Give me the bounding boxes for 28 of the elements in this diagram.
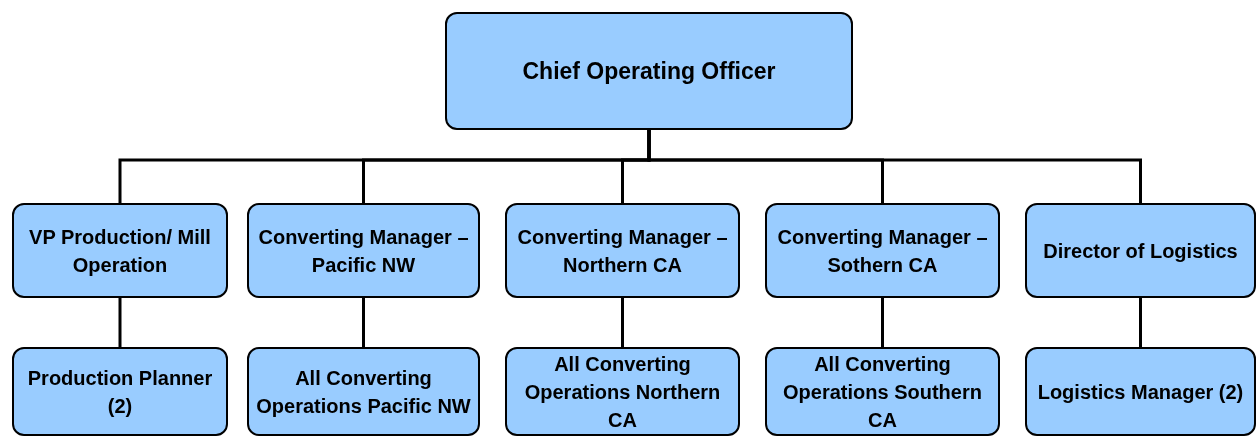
- role-title: Production Planner (2): [26, 365, 214, 419]
- role-title: Director of Logistics: [1042, 238, 1239, 264]
- org-box: [247, 203, 480, 298]
- org-box: [765, 203, 1000, 298]
- role-title: Converting Manager – Sothern CA: [776, 224, 989, 278]
- role-title: VP Production/ Mill Operation: [28, 224, 212, 278]
- org-box: [505, 203, 740, 298]
- org-box: [1025, 347, 1256, 436]
- role-title: All Converting Operations Southern CA: [782, 351, 983, 433]
- role-title: All Converting Operations Northern CA: [523, 351, 722, 433]
- connector-line: [118, 298, 122, 347]
- org-box: [1025, 203, 1256, 298]
- role-title: Chief Operating Officer: [521, 57, 777, 85]
- org-box: [445, 12, 853, 130]
- org-box: [12, 203, 228, 298]
- org-box: [765, 347, 1000, 436]
- connector-line: [621, 298, 624, 347]
- role-title: Converting Manager – Pacific NW: [257, 224, 470, 278]
- role-title: Logistics Manager (2): [1036, 379, 1245, 405]
- connector-line: [362, 298, 365, 347]
- org-box: [12, 347, 228, 436]
- role-title: Converting Manager – Northern CA: [516, 224, 729, 278]
- role-title: All Converting Operations Pacific NW: [255, 365, 472, 419]
- connector-line: [1139, 298, 1142, 347]
- connector-line: [647, 130, 1142, 203]
- org-box: [505, 347, 740, 436]
- connector-line: [881, 298, 884, 347]
- org-box: [247, 347, 480, 436]
